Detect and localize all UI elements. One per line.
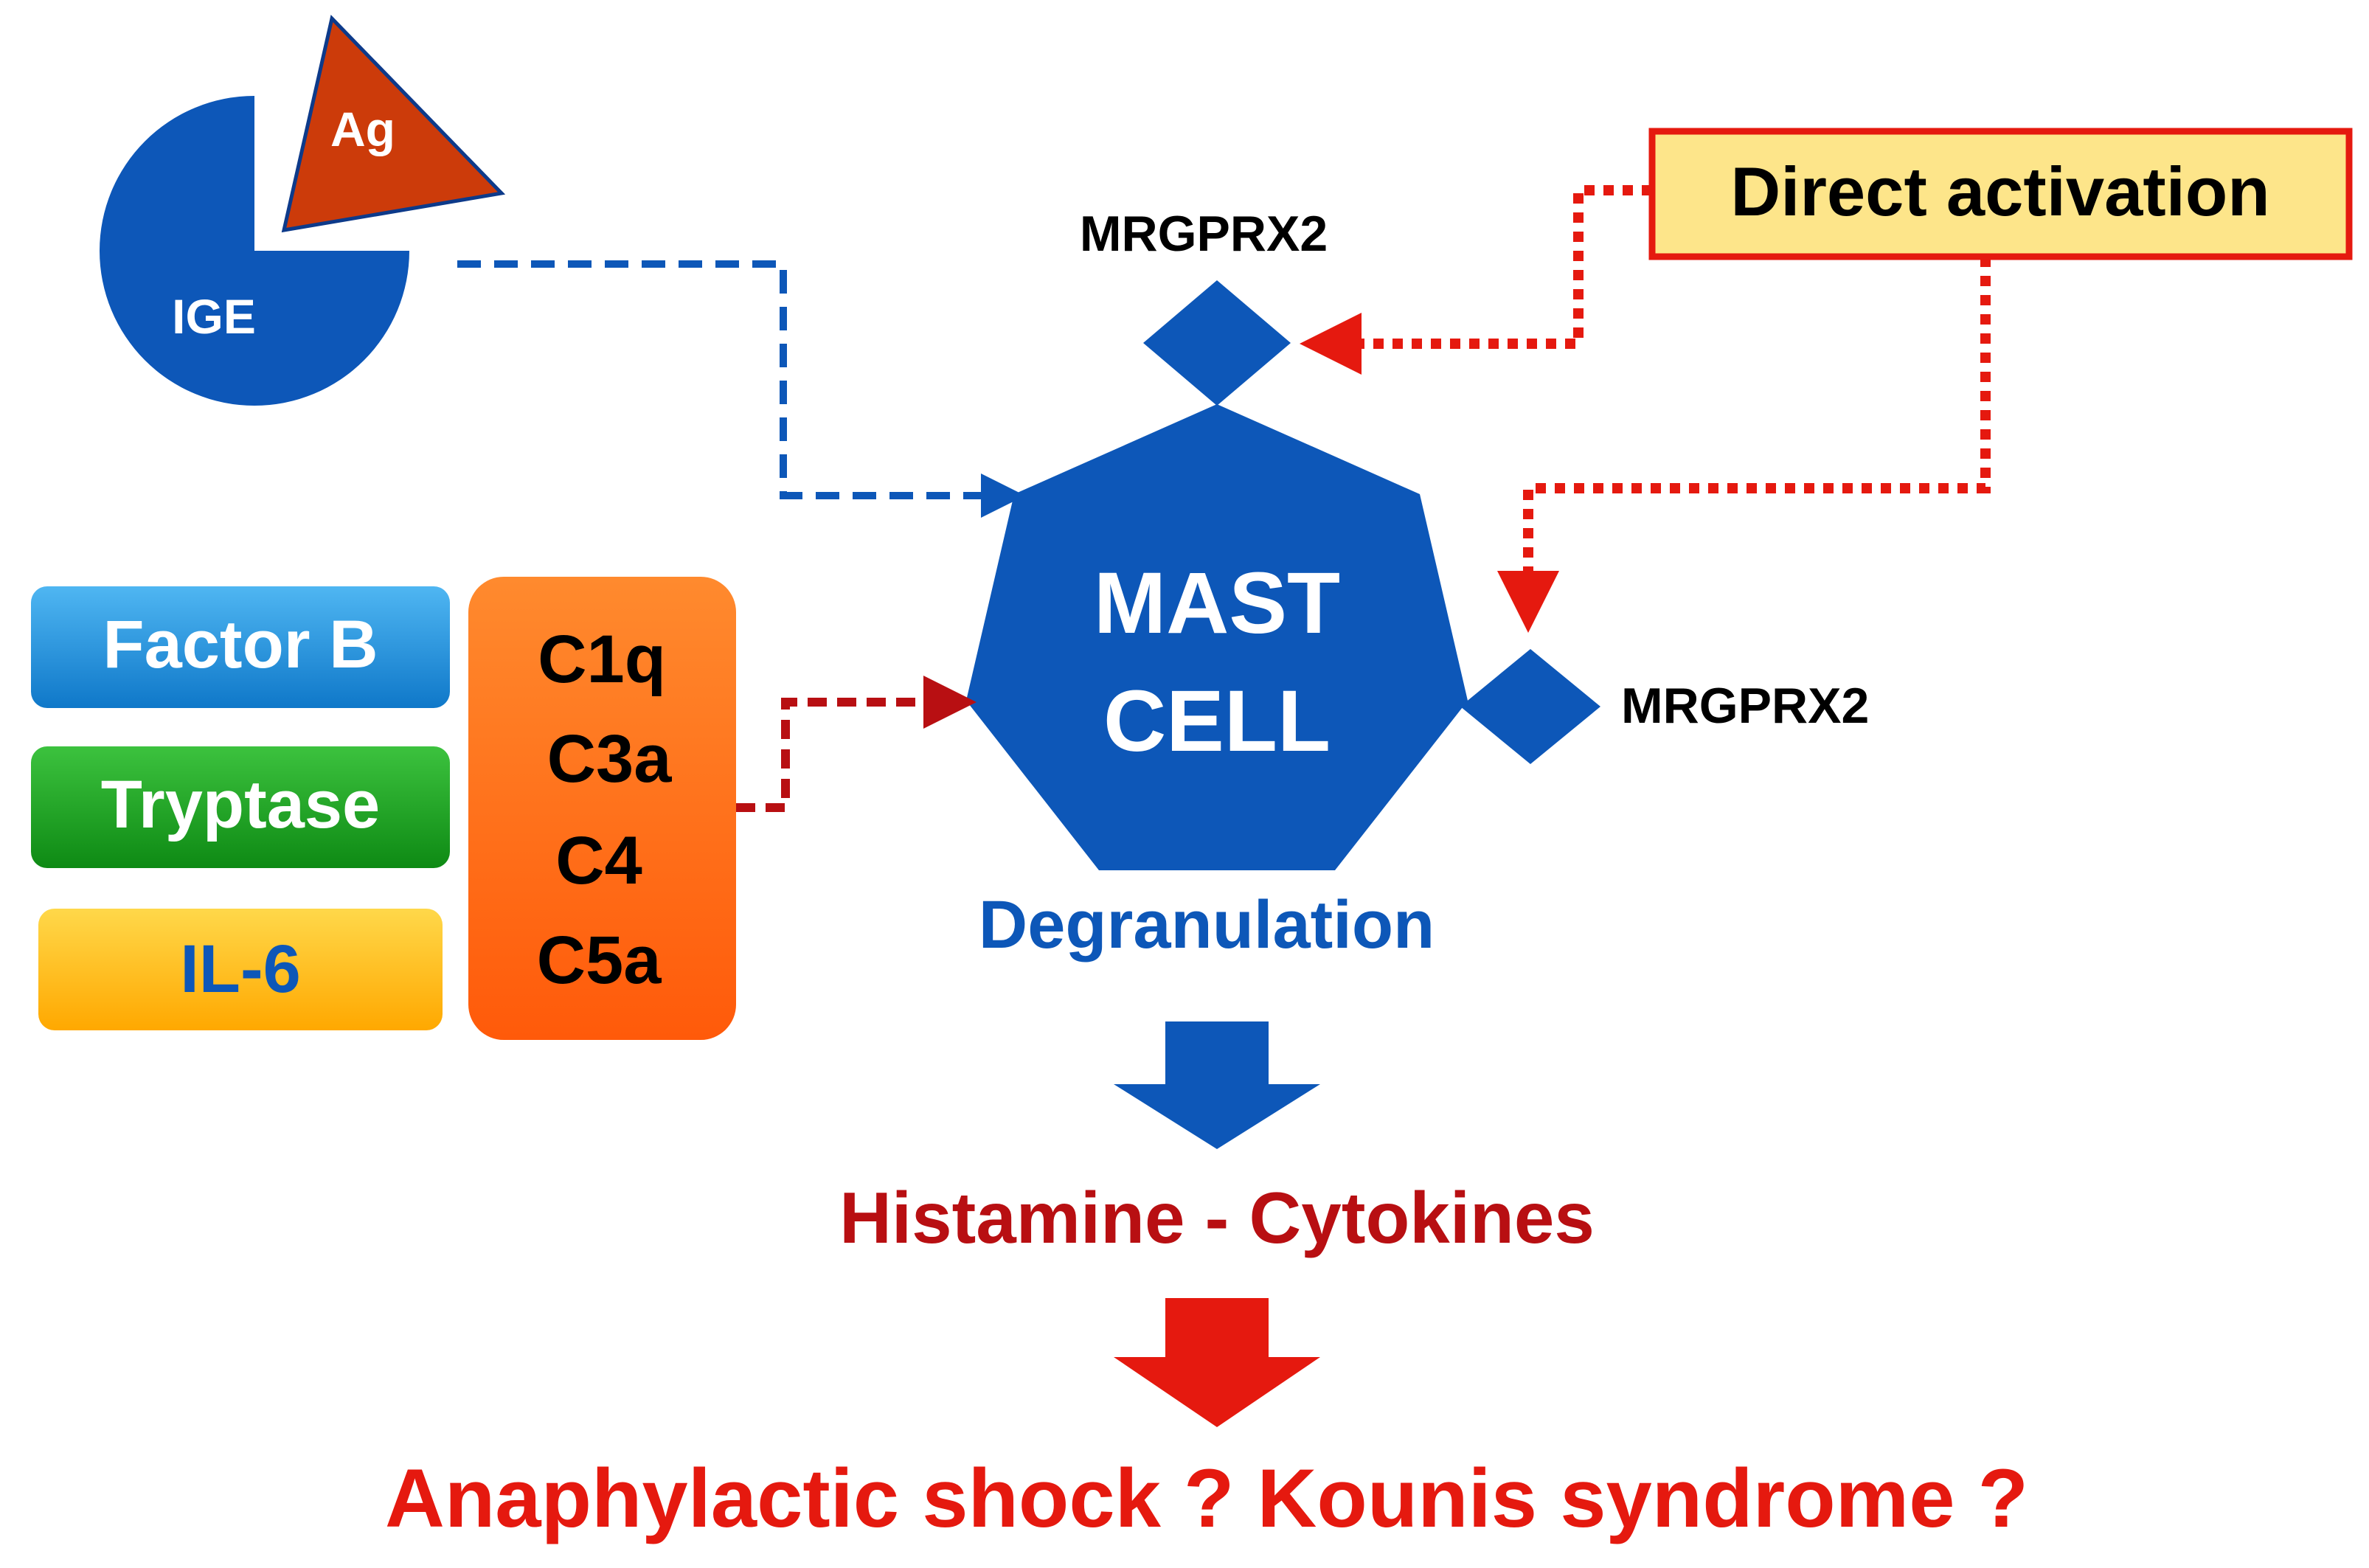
- ag-label: Ag: [330, 102, 395, 156]
- tryptase-label: Tryptase: [101, 767, 380, 842]
- mast-cell-label-line2: CELL: [1103, 673, 1331, 770]
- factor-b-box: [31, 586, 450, 708]
- direct-activation-label: Direct activation: [1730, 153, 2269, 230]
- il6-box: [38, 909, 443, 1030]
- complement-item-c3a: C3a: [547, 721, 673, 797]
- complement-to-mast-connector: [736, 676, 977, 812]
- mrgprx2-top-receptor: [1143, 280, 1291, 406]
- outcome-down-arrow: [1114, 1298, 1320, 1427]
- ige-label: IGE: [172, 289, 256, 344]
- ag-shape: [281, 14, 506, 233]
- mast-cell-shape: [966, 404, 1468, 870]
- mast-cell-label-line1: MAST: [1094, 555, 1340, 652]
- complement-item-c5a: C5a: [537, 923, 662, 998]
- ige-to-mast-connector: [457, 260, 1025, 518]
- complement-item-c4: C4: [555, 823, 642, 898]
- histamine-cytokines-label: Histamine - Cytokines: [839, 1177, 1595, 1258]
- mrgprx2-right-receptor: [1460, 649, 1600, 764]
- mrgprx2-top-label: MRGPRX2: [1080, 206, 1328, 262]
- complement-box: [468, 577, 736, 1040]
- factor-b-label: Factor B: [103, 607, 378, 682]
- degranulation-down-arrow: [1114, 1021, 1320, 1149]
- degranulation-label: Degranulation: [979, 887, 1435, 962]
- direct-to-top-receptor-connector: [1300, 185, 1652, 375]
- direct-activation-box: [1648, 128, 2353, 260]
- ige-shape: [100, 96, 409, 406]
- direct-to-right-receptor-connector: [1497, 257, 1991, 633]
- tryptase-box: [31, 746, 450, 868]
- il6-label: IL-6: [180, 932, 301, 1007]
- outcome-label: Anaphylactic shock ? Kounis syndrome ?: [385, 1452, 2028, 1544]
- complement-item-c1q: C1q: [538, 622, 666, 697]
- mrgprx2-right-label: MRGPRX2: [1621, 678, 1869, 734]
